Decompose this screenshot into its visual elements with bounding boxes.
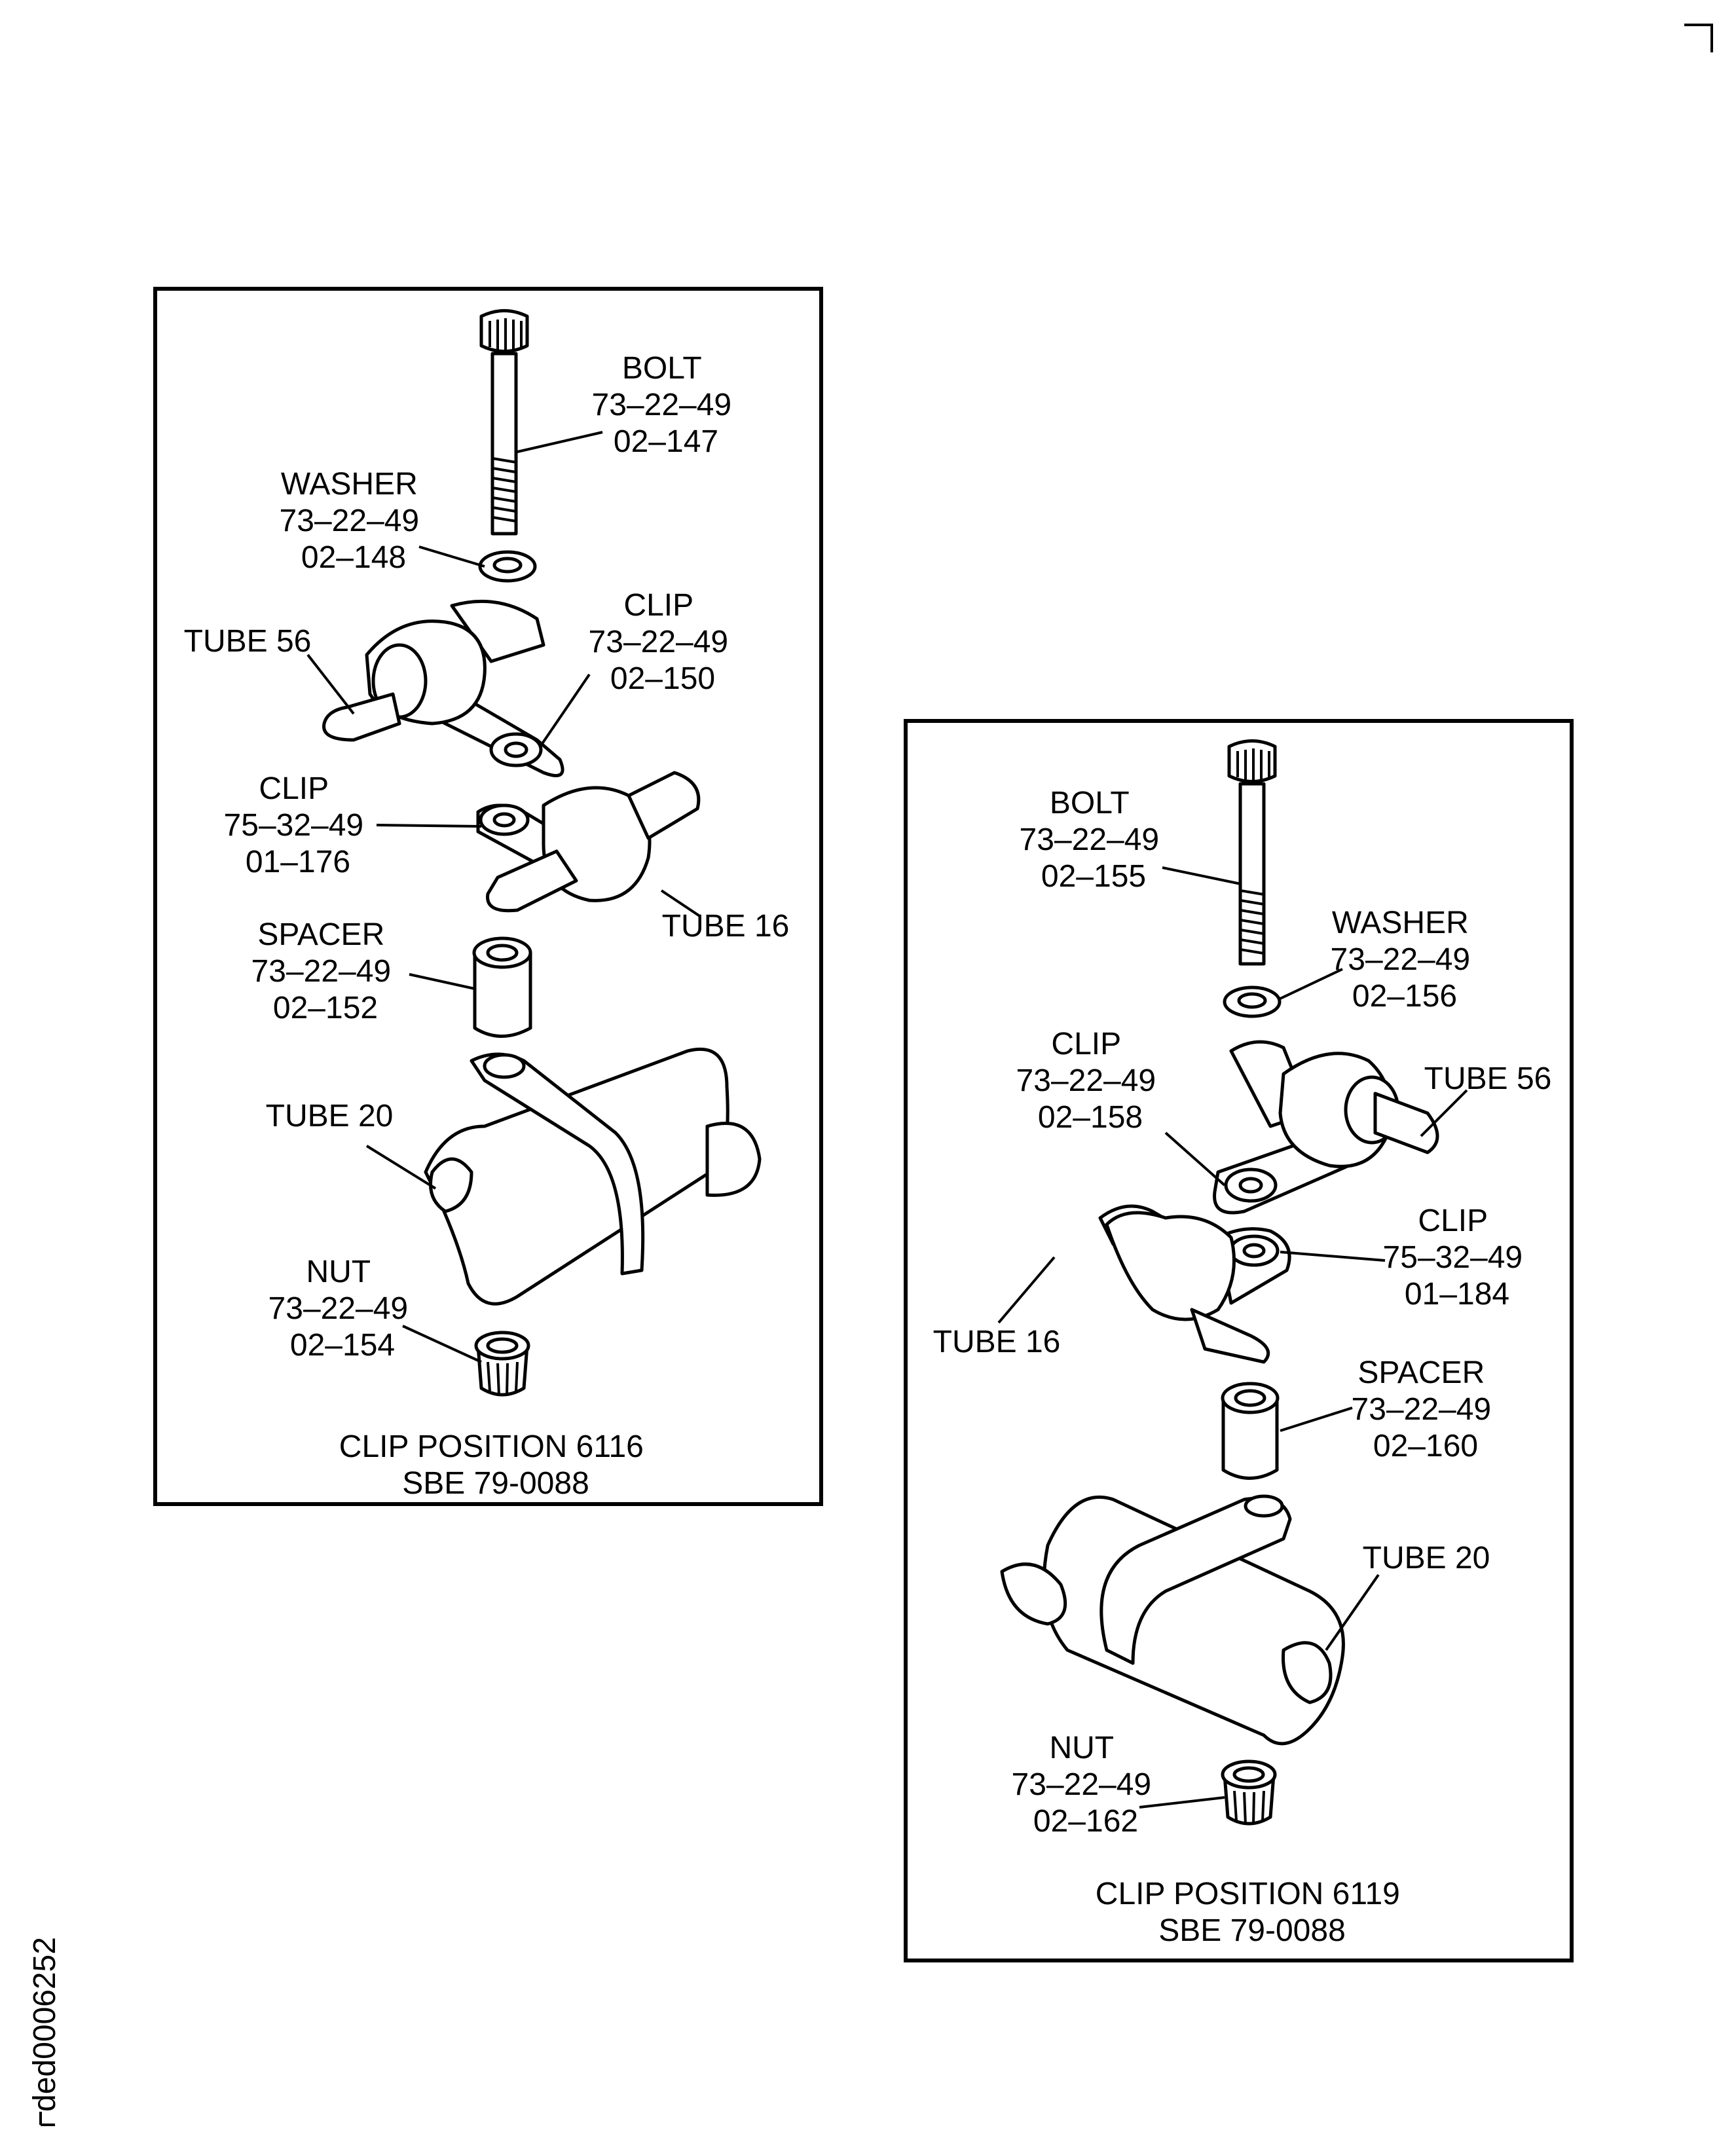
washer [1223,985,1282,1018]
label-tube20: TUBE 20 [1363,1541,1490,1575]
clip-lower [1098,1204,1291,1364]
label-clip-lower: CLIP 75–32–49 01–176 [224,771,373,879]
label-nut: NUT 73–22–49 02–162 [1012,1731,1160,1839]
leader-bolt [1162,866,1242,885]
clip-lower [476,771,701,913]
label-spacer: SPACER 73–22–49 02–152 [251,917,400,1025]
panel-caption: CLIP POSITION 6116 SBE 79-0088 [339,1429,652,1501]
label-tube20: TUBE 20 [266,1099,394,1133]
washer [478,550,537,583]
leader-tube20 [365,1145,437,1190]
leader-nut [402,1325,482,1363]
clip-upper [322,599,564,777]
panel-frame [904,719,1574,1962]
figure-id: ded0006252 [28,1937,62,2112]
label-tube16: TUBE 16 [933,1325,1061,1359]
nut [474,1331,530,1397]
nut [1221,1759,1277,1826]
leader-nut [1139,1796,1225,1809]
leader-clip-upper [1164,1131,1226,1187]
leader-clip-upper [539,673,591,748]
label-bolt: BOLT 73–22–49 02–155 [1020,786,1168,894]
leader-washer [1280,968,1343,1000]
leader-tube16 [997,1256,1056,1324]
leader-spacer [1280,1407,1353,1432]
leader-spacer [409,973,475,990]
spacer [472,936,532,1038]
panel-clip-position-6119: BOLT 73–22–49 02–155 WASHER 73–22–49 02–… [904,719,1574,1962]
label-nut: NUT 73–22–49 02–154 [268,1255,417,1363]
label-tube16: TUBE 16 [662,909,790,944]
panel-frame [153,287,823,1506]
label-washer: WASHER 73–22–49 02–156 [1331,906,1479,1014]
figure-id-mark [39,2112,55,2126]
bolt [479,309,529,536]
leader-clip-lower [1280,1251,1386,1262]
leader-tube20 [1325,1573,1380,1651]
label-tube56: TUBE 56 [184,624,312,659]
leader-tube16 [660,889,702,918]
label-bolt: BOLT 73–22–49 02–147 [592,351,741,459]
label-clip-upper: CLIP 73–22–49 02–150 [589,588,737,696]
leader-tube56 [1420,1089,1468,1137]
label-washer: WASHER 73–22–49 02–148 [280,467,428,575]
leader-clip-lower [376,824,482,828]
leader-washer [418,545,485,568]
panel-caption: CLIP POSITION 6119 SBE 79-0088 [1096,1877,1409,1948]
tube-20 [1000,1494,1345,1746]
bolt [1227,739,1277,966]
leader-bolt [517,431,603,453]
tube-20 [424,1047,762,1306]
label-clip-lower: CLIP 75–32–49 01–184 [1383,1204,1532,1312]
corner-mark [1684,24,1713,52]
label-tube56: TUBE 56 [1424,1061,1552,1096]
label-spacer: SPACER 73–22–49 02–160 [1352,1355,1500,1463]
label-clip-upper: CLIP 73–22–49 02–158 [1016,1027,1165,1135]
clip-upper [1213,1040,1439,1215]
spacer [1221,1382,1280,1480]
leader-tube56 [306,653,355,715]
panel-clip-position-6116: BOLT 73–22–49 02–147 WASHER 73–22–49 02–… [153,287,823,1506]
